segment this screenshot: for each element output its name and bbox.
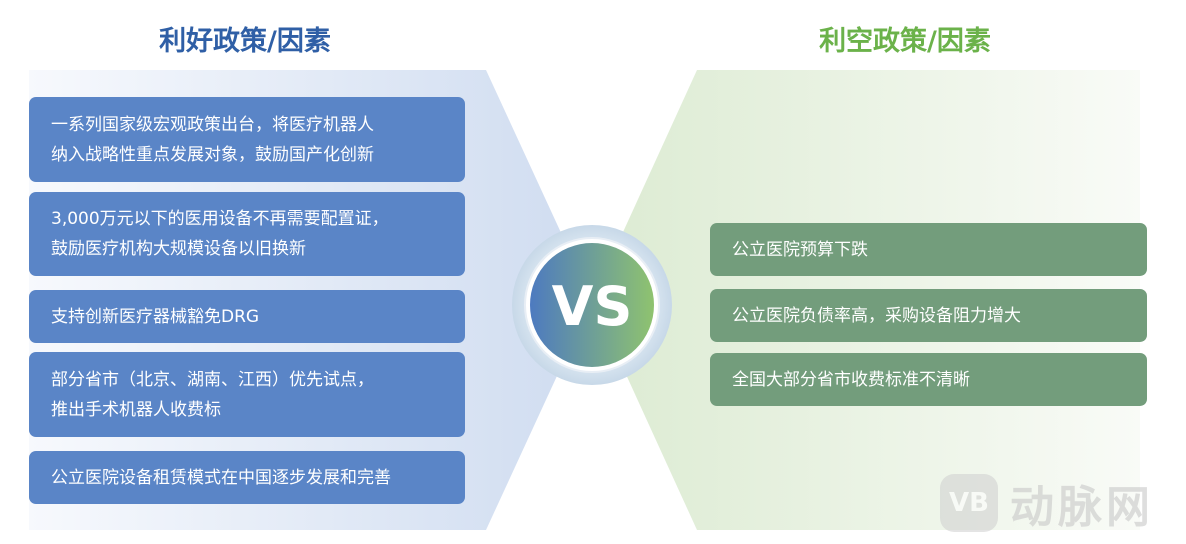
benefit-card-line: 鼓励医疗机构大规模设备以旧换新 [51,239,306,259]
benefit-card-line: 推出手术机器人收费标 [51,399,221,420]
watermark-text: 动脉网 [1010,482,1154,533]
risk-card-3: 全国大部分省市收费标准不清晰 [710,353,1147,406]
benefit-card-4: 部分省市（北京、湖南、江西）优先试点， 推出手术机器人收费标 [29,352,465,437]
benefit-card-line: 部分省市（北京、湖南、江西）优先试点， [51,369,374,390]
risk-card-1: 公立医院预算下跌 [710,223,1147,276]
risk-card-2: 公立医院负债率高，采购设备阻力增大 [710,289,1147,342]
watermark: VB 动脉网 [940,470,1180,536]
risk-card-line: 公立医院负债率高，采购设备阻力增大 [732,305,1021,326]
watermark-logo: VB [940,474,998,532]
benefit-card-line: 3,000万元以下的医用设备不再需要配置证， [51,209,389,229]
benefit-card-line: 一系列国家级宏观政策出台，将医疗机器人 [51,114,374,135]
right-heading: 利空政策/因素 [819,26,991,57]
benefit-card-line: 公立医院设备租赁模式在中国逐步发展和完善 [51,467,391,488]
benefit-card-line: 支持创新医疗器械豁免DRG [51,306,260,327]
risk-card-line: 全国大部分省市收费标准不清晰 [732,369,970,390]
vs-label: VS [552,275,633,338]
benefit-card-5: 公立医院设备租赁模式在中国逐步发展和完善 [29,451,465,504]
benefit-card-line: 纳入战略性重点发展对象，鼓励国产化创新 [51,144,374,165]
risk-card-line: 公立医院预算下跌 [732,239,868,260]
benefit-card-3: 支持创新医疗器械豁免DRG [29,290,465,343]
benefit-card-1: 一系列国家级宏观政策出台，将医疗机器人 纳入战略性重点发展对象，鼓励国产化创新 [29,97,465,182]
vs-disc [530,243,654,367]
benefit-card-2: 3,000万元以下的医用设备不再需要配置证， 鼓励医疗机构大规模设备以旧换新 [29,192,465,276]
left-heading: 利好政策/因素 [159,26,331,57]
